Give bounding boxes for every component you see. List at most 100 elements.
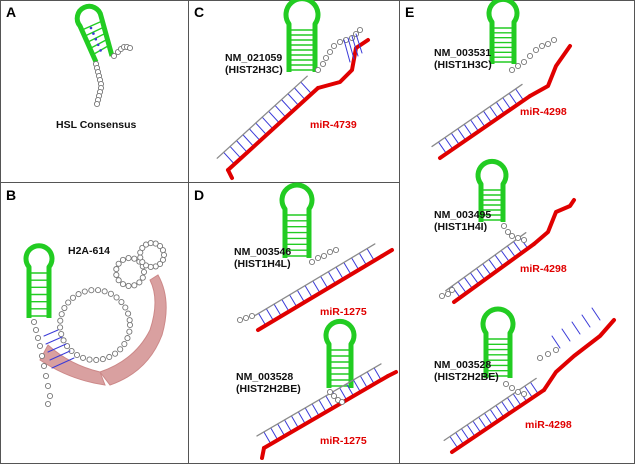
mirna-strand (260, 446, 266, 460)
nucleotide-bead (514, 62, 522, 70)
base-pair (347, 37, 355, 60)
nucleotide-bead (314, 66, 322, 74)
panel-e-middle-structure (438, 158, 576, 304)
base-pair (300, 81, 313, 95)
panel-d-bottom-gene-id: NM_003528 (236, 371, 293, 383)
nucleotide-bead (101, 288, 108, 295)
panel-a-frame (0, 0, 189, 183)
nucleotide-bead (79, 354, 87, 361)
base-pair (529, 381, 539, 395)
mirna-strand (532, 198, 576, 246)
base-pair (297, 411, 306, 425)
nucleotide-bead (131, 255, 138, 262)
mirna-strand (380, 248, 394, 258)
nucleotide-bead (75, 291, 82, 298)
base-pair (343, 261, 352, 275)
base-pair (476, 114, 486, 128)
base-pair (476, 267, 486, 281)
base-pair (258, 312, 267, 326)
panel-c-structure (216, 0, 370, 180)
base-pair (373, 367, 382, 381)
nucleotide-bead (514, 388, 522, 396)
base-pair (460, 428, 470, 441)
pair-dot (99, 49, 102, 52)
panel-e-middle-gene-name: (HIST1H4I) (434, 221, 487, 233)
nucleotide-bead (73, 351, 81, 359)
nucleotide-bead (520, 236, 528, 244)
panel-e-top-gene-id: NM_003531 (434, 47, 491, 59)
panel-e-bottom-gene-name: (HIST2H2BE) (434, 371, 499, 383)
nucleotide-bead (113, 266, 120, 273)
stem-loop (480, 306, 516, 378)
base-pair (223, 151, 235, 165)
nucleotide-bead (314, 254, 322, 262)
nucleotide-bead (44, 382, 52, 390)
stem-pair (81, 21, 101, 31)
nucleotide-bead (142, 262, 150, 269)
base-pair (488, 258, 498, 272)
base-pair (482, 110, 492, 124)
nucleotide-bead (63, 343, 71, 350)
base-pair (366, 248, 375, 262)
base-pair (444, 137, 454, 150)
base-pair (274, 104, 287, 118)
pair-dot (96, 43, 100, 47)
base-pair (242, 134, 255, 148)
nucleotide-bead (93, 356, 100, 364)
nucleotide-bead (139, 244, 146, 251)
nucleotide-bead (58, 311, 65, 318)
mirna-strand (438, 94, 532, 160)
base-pair (457, 128, 467, 141)
panel-d-top-mirna: miR-1275 (320, 306, 367, 318)
interaction-region (99, 274, 167, 386)
nucleotide-bead (160, 251, 168, 259)
nucleotide-bead (110, 52, 118, 60)
base-pair (229, 145, 242, 159)
nucleotide-bead (159, 247, 167, 254)
nucleotide-bead (500, 222, 508, 230)
mrna-strand (256, 363, 382, 437)
stem-loop (74, 3, 115, 64)
mirna-strand (450, 388, 546, 454)
base-pair (561, 328, 571, 342)
nucleotide-bead (46, 392, 54, 400)
mirna-strand (256, 254, 384, 332)
base-pair (268, 110, 280, 124)
base-pair (470, 119, 480, 132)
nucleotide-bead (137, 254, 144, 261)
nucleotide-bead (502, 380, 510, 388)
panel-c-gene-name: (HIST2H3C) (225, 64, 283, 76)
panel-b-structure (23, 240, 168, 408)
nucleotide-bead (444, 290, 452, 298)
base-pair (273, 303, 282, 317)
base-pair (43, 329, 59, 337)
panel-a-caption: HSL Consensus (56, 119, 136, 131)
base-pair (450, 132, 460, 146)
nucleotide-bead (139, 274, 146, 281)
base-pair (325, 395, 334, 409)
nucleotide-bead (57, 324, 64, 331)
panel-c-label: C (194, 4, 204, 20)
base-pair (457, 281, 467, 294)
panel-d-frame (188, 182, 400, 464)
nucleotide-bead (126, 328, 133, 335)
nucleotide-bead (58, 331, 65, 338)
base-pair (455, 432, 464, 445)
nucleotide-bead (326, 48, 334, 56)
panel-d-bottom-gene-name: (HIST2H2BE) (236, 383, 301, 395)
nucleotide-bead (125, 255, 132, 262)
nucleotide-bead (520, 58, 528, 66)
nucleotide-bead (106, 353, 113, 361)
panel-e-middle-gene-id: NM_003495 (434, 209, 491, 221)
base-pair (494, 254, 504, 267)
base-pair (495, 101, 505, 115)
base-pair (281, 298, 290, 312)
panel-e-bottom-structure (443, 306, 616, 454)
panel-d-top-gene-name: (HIST1H4L) (234, 258, 291, 270)
nucleotide-bead (236, 316, 244, 324)
base-pair (304, 285, 313, 299)
nucleotide-bead (115, 260, 122, 267)
nucleotide-bead (38, 352, 46, 360)
nucleotide-bead (159, 256, 167, 263)
